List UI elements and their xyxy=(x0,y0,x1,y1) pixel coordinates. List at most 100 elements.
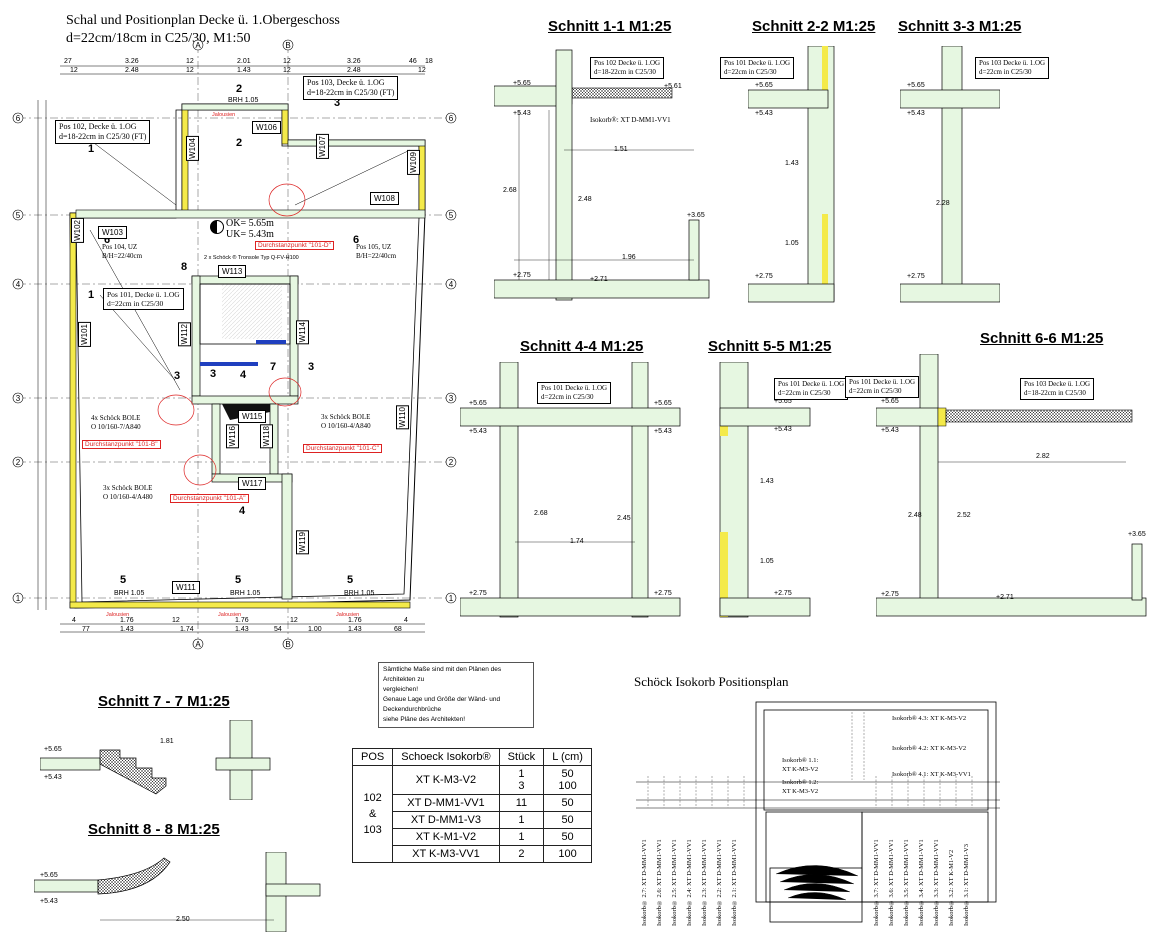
section-2-2-drawing xyxy=(748,46,835,303)
table-header-row: POS Schoeck Isokorb® Stück L (cm) xyxy=(351,748,592,766)
level-symbol-icon xyxy=(210,220,224,234)
section-4-4-title: Schnitt 4-4 M1:25 xyxy=(520,338,644,355)
s11-pos-label: Pos 102 Decke ü. 1.OG d=18-22cm in C25/3… xyxy=(590,57,665,79)
type-cell: XT K-M3-V2 xyxy=(392,765,500,795)
s55-pos-line2: d=22cm in C25/30 xyxy=(778,389,831,397)
bole-b-label: 3x Schöck BOLE O 10/160-4/A840 xyxy=(321,413,371,431)
section-5-5-title: Schnitt 5-5 M1:25 xyxy=(708,338,832,355)
svg-text:4: 4 xyxy=(239,505,246,517)
pos104-line1: Pos 104, UZ xyxy=(102,243,138,251)
grid-b-top: B xyxy=(285,41,290,50)
s55-elev-1: +5.65 xyxy=(774,398,792,405)
qty-cell: 1 xyxy=(498,828,545,846)
type-cell: XT K-M1-V2 xyxy=(392,828,500,846)
s22-dim-1: 1.43 xyxy=(785,160,799,167)
s66-pos2-line2: d=18-22cm in C25/30 xyxy=(1024,389,1086,397)
s11-isokorb-label: Isokorb®: XT D-MM1-VV1 xyxy=(590,116,671,124)
s11-pos-line2: d=18-22cm in C25/30 xyxy=(594,68,656,76)
svg-text:5: 5 xyxy=(449,211,454,220)
type-cell: XT K-M3-VV1 xyxy=(392,845,500,863)
wall-tag-w109: W109 xyxy=(407,150,420,175)
grid-b-bottom: B xyxy=(285,640,290,649)
svg-text:2: 2 xyxy=(16,458,21,467)
level-marker: OK= 5.65m UK= 5.43m xyxy=(210,218,274,240)
table-row: XT D-MM1-VV1 11 50 xyxy=(353,794,592,812)
pos105-line2: B/H=22/40cm xyxy=(356,252,397,260)
s77-elev-2: +5.43 xyxy=(44,774,62,781)
bole-a-label: 4x Schöck BOLE O 10/160-7/A840 xyxy=(91,414,141,432)
section-7-7-title: Schnitt 7 - 7 M1:25 xyxy=(98,693,230,710)
pos-cell: 102 & 103 xyxy=(351,765,394,863)
s55-dim-1: 1.43 xyxy=(760,478,774,485)
iso-label-3-2: Isokorb® 3.2: XT K-M1-V2 xyxy=(948,849,955,926)
wall-tag-w104: W104 xyxy=(186,136,199,161)
s11-dim-1: 1.51 xyxy=(614,146,628,153)
dim-bot-b1: 1.74 xyxy=(180,626,194,633)
dim-bot-b0: 77 xyxy=(82,626,90,633)
durchstanz-c: Durchstanzpunkt "101-C" xyxy=(303,444,382,453)
svg-text:3: 3 xyxy=(308,361,314,373)
s22-pos-label: Pos 101 Decke ü. 1.OG d=22cm in C25/30 xyxy=(720,57,795,79)
section-7-7-drawing xyxy=(40,720,271,800)
durchstanz-b: Durchstanzpunkt "101-B" xyxy=(82,440,161,449)
iso-label-4-3: Isokorb® 4.3: XT K-M3-V2 xyxy=(892,715,967,722)
svg-text:4: 4 xyxy=(240,369,247,381)
col-qty-header: Stück xyxy=(498,748,545,766)
s66-pos-line2: d=22cm in C25/30 xyxy=(849,387,902,395)
s66-dim-2: 2.48 xyxy=(908,512,922,519)
s22-pos-line1: Pos 101 Decke ü. 1.OG xyxy=(724,59,791,67)
iso-label-3-3: Isokorb® 3.3: XT D-MM1-VV1 xyxy=(933,839,940,926)
svg-text:5: 5 xyxy=(347,574,353,586)
s44-dim-1: 1.74 xyxy=(570,538,584,545)
type-cell: XT D-MM1-VV1 xyxy=(392,794,500,812)
s11-elev-1: +5.65 xyxy=(513,80,531,87)
bole-c-line2: O 10/160-4/A480 xyxy=(103,493,153,501)
iso-label-1-1-type: XT K-M3-V2 xyxy=(782,766,819,773)
dim-bot-a5: 1.76 xyxy=(348,617,362,624)
s33-elev-3: +2.75 xyxy=(907,273,925,280)
svg-text:1: 1 xyxy=(449,594,454,603)
iso-label-1x: Isokorb® 1.1: XT K-M3-V2 Isokorb® 1.2: X… xyxy=(782,756,818,796)
note-line4: siehe Pläne des Architekten! xyxy=(383,716,466,723)
col-type-header: Schoeck Isokorb® xyxy=(392,748,500,766)
dim-bot-a4: 12 xyxy=(290,617,298,624)
dim-top-b5: 2.48 xyxy=(347,67,361,74)
level-uk: UK= 5.43m xyxy=(226,229,274,240)
section-8-8-title: Schnitt 8 - 8 M1:25 xyxy=(88,821,220,838)
dim-bot-a6: 4 xyxy=(404,617,408,624)
iso-label-2-4: Isokorb® 2.4: XT D-MM1-VV1 xyxy=(686,839,693,926)
s11-elev-6: +2.71 xyxy=(590,276,608,283)
bole-a-line2: O 10/160-7/A840 xyxy=(91,423,141,431)
s22-elev-3: +2.75 xyxy=(755,273,773,280)
dim-top-b4: 12 xyxy=(283,67,291,74)
section-1-1-drawing xyxy=(494,49,710,301)
svg-text:2: 2 xyxy=(236,83,242,95)
s22-pos-line2: d=22cm in C25/30 xyxy=(724,68,777,76)
wall-tag-w112: W112 xyxy=(178,322,191,347)
floor-plan: A B A B 6 5 4 3 2 1 6 5 4 3 2 1 xyxy=(12,39,457,650)
wall-tag-w114: W114 xyxy=(296,320,309,345)
wall-tag-w103: W103 xyxy=(98,226,127,239)
svg-text:2: 2 xyxy=(449,458,454,467)
s11-elev-5: +2.75 xyxy=(513,272,531,279)
pos102-label: Pos 102, Decke ü. 1.OG d=18-22cm in C25/… xyxy=(55,120,151,144)
s55-elev-2: +5.43 xyxy=(774,426,792,433)
qty-cell: 1 xyxy=(498,811,545,829)
len-cell: 50 xyxy=(543,828,592,846)
plan-title-line2: d=22cm/18cm in C25/30, M1:50 xyxy=(66,31,251,46)
s44-elev-6: +2.75 xyxy=(654,590,672,597)
col-pos-header: POS xyxy=(351,748,394,766)
note-line3: Genaue Lage und Größe der Wänd- und Deck… xyxy=(383,696,501,713)
svg-text:5: 5 xyxy=(16,211,21,220)
s33-pos-line2: d=22cm in C25/30 xyxy=(979,68,1032,76)
section-6-6-drawing xyxy=(876,354,1147,617)
iso-left-vertical-labels: Isokorb® 2.7: XT D-MM1-VV1 Isokorb® 2.6:… xyxy=(640,826,739,926)
bole-b-line2: O 10/160-4/A840 xyxy=(321,422,371,430)
s44-pos-label: Pos 101 Decke ü. 1.OG d=22cm in C25/30 xyxy=(537,382,612,404)
iso-label-3-4: Isokorb® 3.4: XT D-MM1-VV1 xyxy=(918,839,925,926)
s22-elev-2: +5.43 xyxy=(755,110,773,117)
pos104-label: Pos 104, UZ B/H=22/40cm xyxy=(102,243,142,261)
s66-pos-label: Pos 101 Decke ü. 1.OG d=22cm in C25/30 xyxy=(845,376,920,398)
len-cell: 50 xyxy=(543,794,592,812)
